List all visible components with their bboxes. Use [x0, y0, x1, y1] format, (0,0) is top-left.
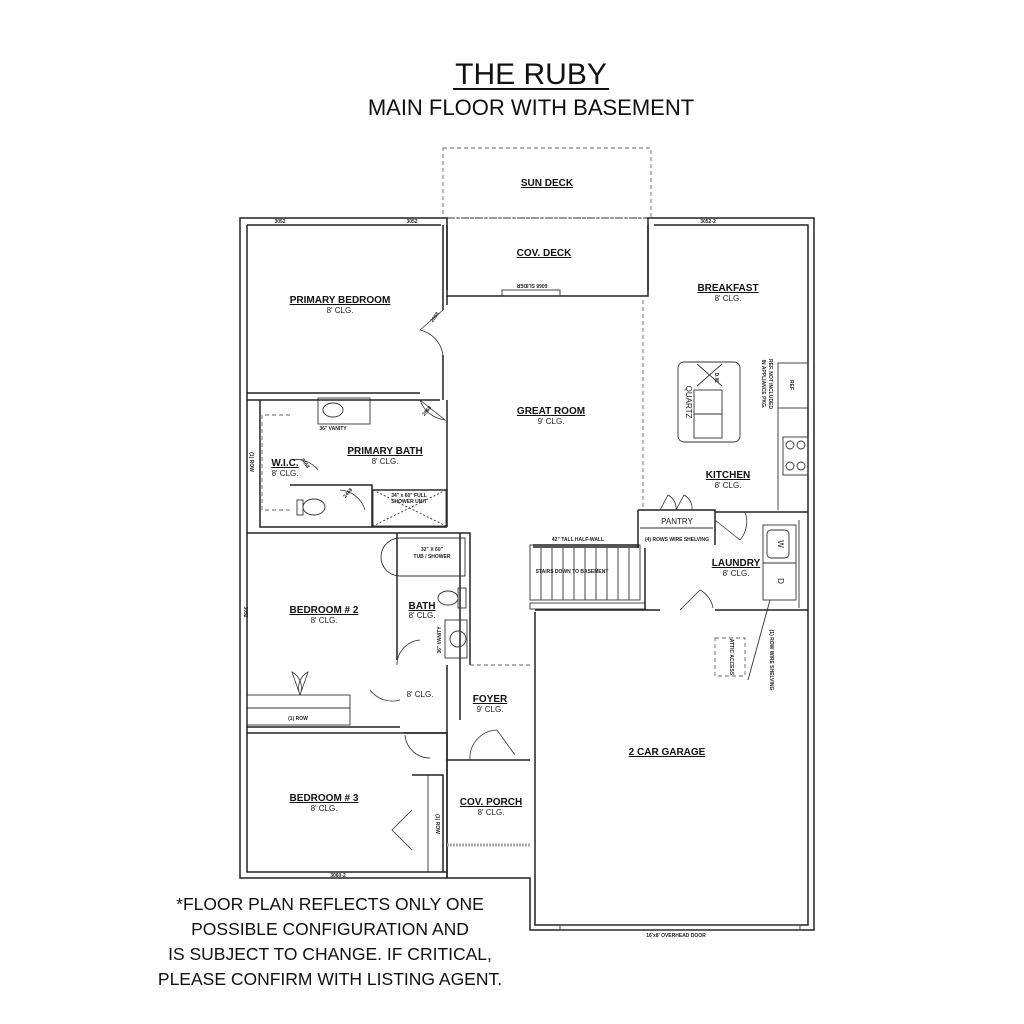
room-foyer: FOYER — [473, 694, 508, 705]
slider-label: 6068 SLIDER — [516, 282, 547, 288]
ref-note-2: IN APPLIANCE PKG. — [760, 360, 766, 409]
window-label: 3052 — [274, 219, 285, 225]
stairs-label: STAIRS DOWN TO BASEMENT — [536, 569, 609, 575]
room-sun-deck: SUN DECK — [521, 178, 574, 189]
washer-label: W — [776, 540, 785, 548]
ceiling-height: 8' CLG. — [327, 306, 354, 315]
ceiling-height: 8' CLG. — [409, 611, 436, 620]
window-label: 3052 — [406, 219, 417, 225]
walls — [239, 147, 815, 931]
room-garage: 2 CAR GARAGE — [629, 747, 706, 758]
door-label: 2468 — [342, 487, 354, 500]
ceiling-height: 8' CLG. — [478, 808, 505, 817]
ceiling-height: 8' CLG. — [723, 569, 750, 578]
door-label: 2468 — [299, 457, 310, 470]
room-wic: W.I.C. — [271, 458, 298, 469]
vanity-label: 36" VANITY — [437, 626, 443, 654]
plan-title: THE RUBY — [455, 58, 607, 91]
garage-door-label: 16'x8' OVERHEAD DOOR — [646, 933, 706, 939]
dishwasher-label: D.W. — [713, 373, 719, 384]
room-laundry: LAUNDRY — [712, 558, 761, 569]
door-swings — [289, 309, 748, 851]
disclaimer-line: IS SUBJECT TO CHANGE. IF CRITICAL, — [168, 944, 492, 964]
shower-label: 34" x 60" FULL — [391, 493, 427, 499]
window-label: 3052 — [242, 606, 248, 617]
attic-access-label: ATTIC ACCESS — [728, 639, 734, 676]
ceiling-height: 8' CLG. — [272, 469, 299, 478]
room-bath: BATH — [408, 601, 435, 612]
ceiling-height: 9' CLG. — [538, 417, 565, 426]
room-primary-bedroom: PRIMARY BEDROOM — [290, 295, 391, 306]
quartz-label: QUARTZ — [684, 386, 693, 419]
tub-label: 32" X 60" — [421, 547, 444, 553]
plan-subtitle: MAIN FLOOR WITH BASEMENT — [368, 95, 694, 120]
annotations: 3052 3052 3052-2 3052 3060-2 6068 SLIDER… — [242, 219, 794, 939]
ref-label: REF — [788, 380, 794, 390]
wic-shelf-label: (1) ROW — [248, 452, 254, 472]
door-label: 2868 — [421, 405, 433, 418]
pantry-shelving-label: (4) ROWS WIRE SHELVING — [645, 537, 709, 543]
tub-label-2: TUB / SHOWER — [414, 554, 451, 560]
shower-label-2: SHOWER UNIT — [391, 499, 427, 505]
ceiling-height: 9' CLG. — [477, 705, 504, 714]
closet-shelf-label: (1) ROW — [288, 716, 308, 722]
room-kitchen: KITCHEN — [706, 470, 750, 481]
room-breakfast: BREAKFAST — [697, 283, 758, 294]
disclaimer: *FLOOR PLAN REFLECTS ONLY ONE POSSIBLE C… — [158, 894, 502, 989]
vanity-label: 36" VANITY — [319, 426, 347, 432]
disclaimer-line: POSSIBLE CONFIGURATION AND — [191, 919, 469, 939]
closet-shelf-label: (1) ROW — [434, 814, 440, 834]
ceiling-height: 8' CLG. — [715, 481, 742, 490]
room-labels: SUN DECK COV. DECK PRIMARY BEDROOM 8' CL… — [271, 178, 760, 817]
ceiling-height: 8' CLG. — [311, 616, 338, 625]
room-cov-porch: COV. PORCH — [460, 797, 522, 808]
room-pantry: PANTRY — [661, 517, 693, 526]
half-wall-label: 42" TALL HALF-WALL — [552, 537, 604, 543]
disclaimer-line: PLEASE CONFIRM WITH LISTING AGENT. — [158, 969, 502, 989]
dryer-label: D — [776, 578, 785, 584]
ref-note: REF. NOT INCLUDED — [767, 359, 773, 409]
room-bedroom-3: BEDROOM # 3 — [290, 793, 359, 804]
room-primary-bath: PRIMARY BATH — [347, 446, 422, 457]
room-bedroom-2: BEDROOM # 2 — [290, 605, 359, 616]
disclaimer-line: *FLOOR PLAN REFLECTS ONLY ONE — [176, 894, 484, 914]
door-label: 2868 — [430, 311, 441, 324]
ceiling-height: 8' CLG. — [715, 294, 742, 303]
ceiling-height: 8' CLG. — [311, 804, 338, 813]
room-great-room: GREAT ROOM — [517, 406, 585, 417]
window-label: 3052-2 — [700, 219, 716, 225]
window-label: 3060-2 — [330, 873, 346, 879]
laundry-shelving-label: (1) ROW WIRE SHELVING — [768, 630, 774, 691]
ceiling-height: 8' CLG. — [372, 457, 399, 466]
hall-ceiling: 8' CLG. — [407, 690, 434, 699]
room-cov-deck: COV. DECK — [517, 248, 572, 259]
